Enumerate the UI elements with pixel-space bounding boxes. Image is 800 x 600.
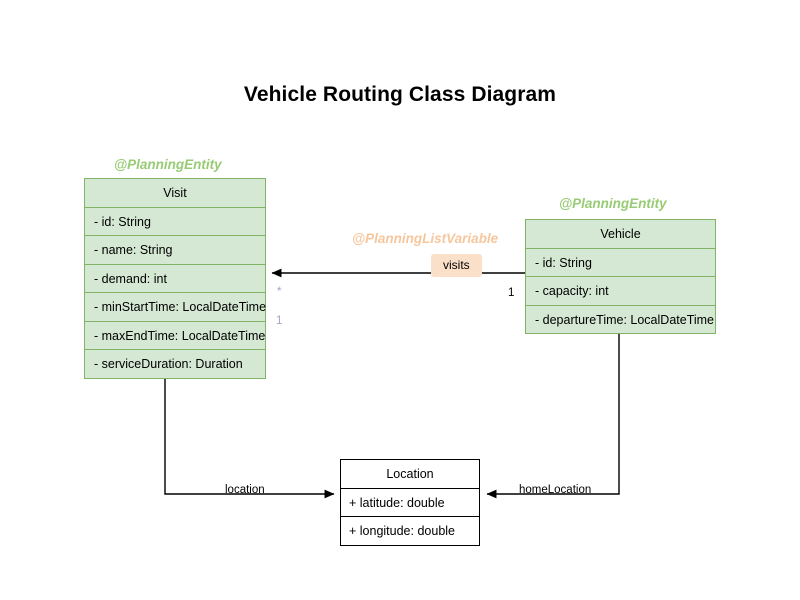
class-attribute: - departureTime: LocalDateTime (535, 312, 715, 327)
edge-label-location: location (225, 484, 265, 496)
annotation-planning-entity-vehicle: @PlanningEntity (559, 196, 667, 211)
class-attribute: - serviceDuration: Duration (94, 357, 243, 371)
class-attribute: - maxEndTime: LocalDateTime (85, 322, 265, 350)
edge-label-visits: visits (431, 254, 482, 277)
class-box-visit[interactable]: Visit - id: String - name: String - dema… (84, 178, 266, 379)
class-attribute: - name: String (85, 236, 265, 265)
class-attribute: + latitude: double (341, 489, 479, 517)
class-attribute: - capacity: int (526, 277, 715, 306)
edge-home-location (486, 323, 620, 499)
class-attribute: - demand: int (85, 265, 265, 293)
class-name-location: Location (341, 460, 479, 489)
edge-label-home-location: homeLocation (519, 484, 592, 496)
multiplicity-visit-star: * (277, 286, 282, 298)
class-attribute: - id: String (526, 249, 715, 277)
class-attribute: + longitude: double (349, 524, 455, 538)
multiplicity-vehicle-one: 1 (508, 287, 515, 299)
annotation-planning-entity-visit: @PlanningEntity (114, 157, 222, 172)
annotation-planning-list-variable: @PlanningListVariable (352, 231, 499, 246)
class-attribute: - minStartTime: LocalDateTime (85, 293, 266, 322)
multiplicity-visit-one: 1 (276, 315, 283, 327)
page-title: Vehicle Routing Class Diagram (243, 83, 557, 106)
class-box-location[interactable]: Location + latitude: double + longitude:… (340, 459, 480, 546)
class-box-vehicle[interactable]: Vehicle - id: String - capacity: int - d… (525, 219, 716, 334)
edge-location (164, 362, 335, 499)
class-attribute: - id: String (85, 208, 265, 236)
class-name-visit: Visit (85, 179, 265, 208)
class-name-vehicle: Vehicle (526, 220, 715, 249)
